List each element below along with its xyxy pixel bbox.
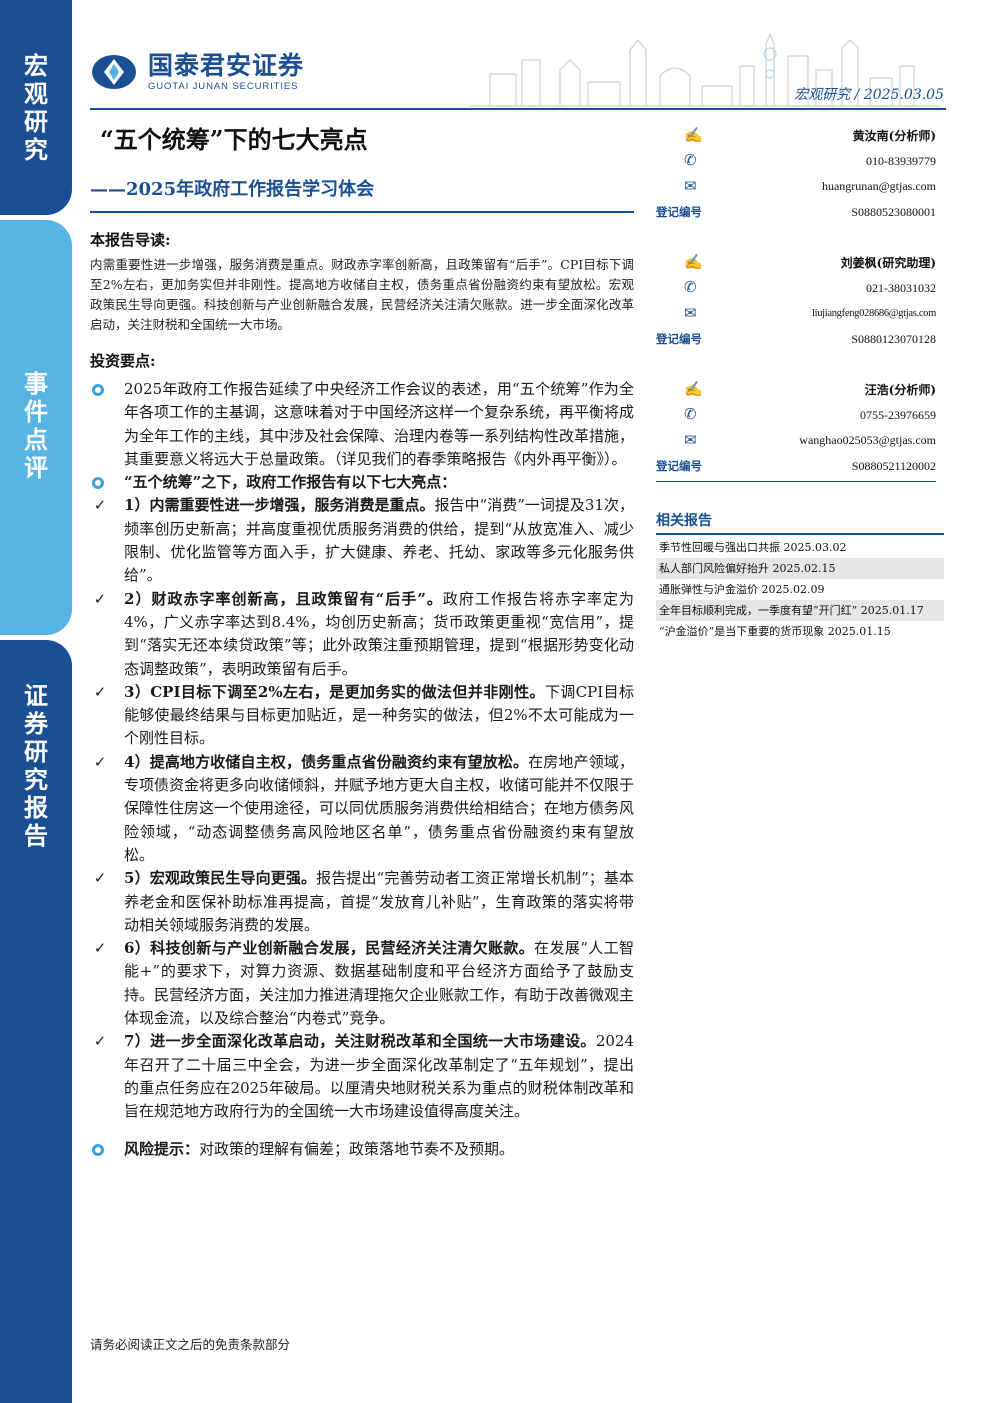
item-text: 政府工作报告将赤字率定为4%，广义赤字率达到8.4%，均创历史新高；货币政策更重… bbox=[124, 589, 634, 678]
related-list: 季节性回暖与强出口共振 2025.03.02 私人部门风险偏好抬升 2025.0… bbox=[656, 537, 944, 642]
analyst-phone: 010-83939779 bbox=[866, 153, 936, 168]
analyst-email[interactable]: huangrunan@gtjas.com bbox=[821, 179, 936, 194]
points-lead-text: “五个统筹”之下，政府工作报告有以下七大亮点： bbox=[124, 473, 457, 492]
check-icon: ✓ bbox=[93, 589, 107, 608]
related-item[interactable]: 全年目标顺利完成，一季度有望“开门红” 2025.01.17 bbox=[656, 600, 944, 621]
guide-heading: 本报告导读: bbox=[90, 231, 171, 249]
side-tab-macro: 宏观研究 bbox=[0, 0, 72, 215]
related-item[interactable]: 季节性回暖与强出口共振 2025.03.02 bbox=[659, 541, 847, 554]
pen-icon: ✍ bbox=[684, 127, 703, 144]
analyst-name: 刘姜枫(研究助理) bbox=[840, 256, 936, 271]
item-text: 在发展“人工智能+”的要求下，对算力资源、数据基础制度和平台经济方面给予了鼓励支… bbox=[124, 939, 635, 1028]
logo-cn-text: 国泰君安证券 bbox=[148, 51, 305, 80]
item-bold: 1）内需重要性进一步增强，服务消费是重点。 bbox=[124, 496, 435, 515]
reg-label: 登记编号 bbox=[656, 332, 702, 347]
points-intro-text: 2025年政府工作报告延续了中央经济工作会议的表述，用“五个统筹”作为全年各项工… bbox=[124, 380, 635, 468]
logo-mark-icon bbox=[92, 55, 136, 89]
header-divider bbox=[90, 108, 946, 110]
analyst-divider bbox=[656, 481, 936, 482]
company-logo: 国泰君安证券 GUOTAI JUNAN SECURITIES bbox=[90, 52, 304, 92]
pen-icon: ✍ bbox=[684, 254, 703, 271]
check-icon: ✓ bbox=[93, 1032, 107, 1051]
points-lead: “五个统筹”之下，政府工作报告有以下七大亮点： bbox=[90, 471, 634, 494]
list-item: ✓ 1）内需重要性进一步增强，服务消费是重点。报告中“消费”一词提及31次，频率创… bbox=[90, 494, 634, 587]
item-bold: 3）CPI目标下调至2%左右，是更加务实的做法但并非刚性。 bbox=[124, 682, 545, 701]
item-bold: 2）财政赤字率创新高，且政策留有“后手”。 bbox=[124, 589, 443, 608]
side-tab-report-label: 证券研究报告 bbox=[24, 682, 48, 850]
check-icon: ✓ bbox=[93, 752, 107, 771]
list-item: ✓ 5）宏观政策民生导向更强。报告提出“完善劳动者工资正常增长机制”；基本养老金和… bbox=[90, 867, 634, 937]
check-icon: ✓ bbox=[93, 939, 107, 958]
report-category-date: 宏观研究 / 2025.03.05 bbox=[794, 87, 944, 103]
phone-icon: ✆ bbox=[684, 153, 697, 170]
item-bold: 7）进一步全面深化改革启动，关注财税改革和全国统一大市场建设。 bbox=[124, 1032, 596, 1051]
risk-label: 风险提示： bbox=[124, 1139, 200, 1158]
title-divider bbox=[90, 211, 634, 213]
item-text: 2024年召开了二十届三中全会，为进一步全面深化改革制定了“五年规划”，提出的重… bbox=[124, 1032, 634, 1121]
points-heading: 投资要点: bbox=[90, 352, 156, 370]
item-text: 报告提出“完善劳动者工资正常增长机制”；基本养老金和医保补助标准再提高，首提“发… bbox=[124, 869, 634, 934]
list-item: ✓ 3）CPI目标下调至2%左右，是更加务实的做法但并非刚性。下调CPI目标能够使… bbox=[90, 681, 634, 751]
reg-label: 登记编号 bbox=[656, 205, 702, 220]
side-tab-event-label: 事件点评 bbox=[24, 370, 48, 482]
skyline-decoration bbox=[470, 32, 940, 107]
ring-bullet-icon bbox=[92, 384, 104, 396]
analyst-reg: S0880521120002 bbox=[851, 458, 936, 473]
logo-en-text: GUOTAI JUNAN SECURITIES bbox=[148, 81, 299, 92]
guide-text: 内需重要性进一步增强，服务消费是重点。财政赤字率创新高，且政策留有“后手”。CP… bbox=[90, 257, 634, 332]
check-icon: ✓ bbox=[93, 496, 107, 515]
item-bold: 4）提高地方收储自主权，债务重点省份融资约束有望放松。 bbox=[124, 752, 529, 771]
list-item: ✓ 7）进一步全面深化改革启动，关注财税改革和全国统一大市场建设。2024年召开了… bbox=[90, 1030, 634, 1123]
side-tab-report: 证券研究报告 bbox=[0, 640, 72, 1403]
check-icon: ✓ bbox=[93, 682, 107, 701]
related-item[interactable]: 私人部门风险偏好抬升 2025.02.15 bbox=[656, 558, 944, 579]
related-item[interactable]: “沪金溢价”是当下重要的货币现象 2025.01.15 bbox=[659, 625, 891, 638]
mail-icon: ✉ bbox=[684, 178, 697, 195]
ring-bullet-icon bbox=[92, 477, 104, 490]
analyst-phone: 021-38031032 bbox=[866, 280, 936, 295]
item-text: 下调CPI目标能够使最终结果与目标更加贴近，是一种务实的做法，但2%不太可能成为… bbox=[124, 682, 634, 748]
check-icon: ✓ bbox=[93, 869, 107, 888]
item-text: 报告中“消费”一词提及31次，频率创历史新高；并高度重视优质服务消费的供给，提到… bbox=[124, 496, 634, 585]
ring-bullet-icon bbox=[92, 1143, 104, 1156]
list-item: ✓ 6）科技创新与产业创新融合发展，民营经济关注清欠账款。在发展“人工智能+”的要… bbox=[90, 937, 634, 1030]
analyst-reg: S0880123070128 bbox=[851, 331, 936, 346]
analyst-email[interactable]: wanghao025053@gtjas.com bbox=[799, 433, 936, 448]
item-bold: 6）科技创新与产业创新融合发展，民营经济关注清欠账款。 bbox=[124, 939, 535, 958]
points-intro: 2025年政府工作报告延续了中央经济工作会议的表述，用“五个统筹”作为全年各项工… bbox=[90, 378, 634, 471]
mail-icon: ✉ bbox=[684, 305, 697, 322]
points-list: 2025年政府工作报告延续了中央经济工作会议的表述，用“五个统筹”作为全年各项工… bbox=[90, 378, 634, 1161]
analyst-name: 汪浩(分析师) bbox=[864, 383, 936, 398]
disclaimer-footer: 请务必阅读正文之后的免责条款部分 bbox=[90, 1337, 291, 1352]
risk-text: 对政策的理解有偏差；政策落地节奏不及预期。 bbox=[199, 1139, 515, 1158]
related-divider bbox=[656, 533, 944, 535]
analyst-card: ✍ 汪浩(分析师) ✆ 0755-23976659 ✉ wanghao025053@g… bbox=[656, 377, 936, 482]
analyst-name: 黄汝南(分析师) bbox=[852, 129, 936, 144]
related-heading: 相关报告 bbox=[656, 513, 712, 529]
list-item: ✓ 4）提高地方收储自主权，债务重点省份融资约束有望放松。在房地产领域，专项债资金… bbox=[90, 751, 634, 867]
pen-icon: ✍ bbox=[684, 381, 703, 398]
side-tab-macro-label: 宏观研究 bbox=[24, 52, 48, 164]
phone-icon: ✆ bbox=[684, 280, 697, 297]
reg-label: 登记编号 bbox=[656, 459, 702, 474]
analyst-reg: S0880523080001 bbox=[851, 204, 936, 219]
analyst-phone: 0755-23976659 bbox=[860, 407, 936, 422]
list-item: ✓ 2）财政赤字率创新高，且政策留有“后手”。政府工作报告将赤字率定为4%，广义赤… bbox=[90, 588, 634, 681]
item-text: 在房地产领域，专项债资金将更多向收储倾斜，并赋予地方更大自主权，收储可能并不仅限… bbox=[124, 752, 635, 864]
analyst-email[interactable]: liujiangfeng028686@gtjas.com bbox=[811, 308, 936, 320]
item-bold: 5）宏观政策民生导向更强。 bbox=[124, 869, 317, 888]
risk-note: 风险提示：对政策的理解有偏差；政策落地节奏不及预期。 bbox=[90, 1138, 634, 1161]
report-title: “五个统筹”下的七大亮点 bbox=[100, 125, 368, 154]
mail-icon: ✉ bbox=[684, 432, 697, 449]
side-tab-event: 事件点评 bbox=[0, 220, 72, 635]
phone-icon: ✆ bbox=[684, 407, 697, 424]
report-subtitle: ——2025年政府工作报告学习体会 bbox=[90, 179, 375, 200]
related-item[interactable]: 通胀弹性与沪金溢价 2025.02.09 bbox=[659, 583, 825, 596]
analyst-card: ✍ 黄汝南(分析师) ✆ 010-83939779 ✉ huangrunan@gtja… bbox=[656, 123, 936, 225]
analyst-card: ✍ 刘姜枫(研究助理) ✆ 021-38031032 ✉ liujiangfeng02… bbox=[656, 250, 936, 352]
